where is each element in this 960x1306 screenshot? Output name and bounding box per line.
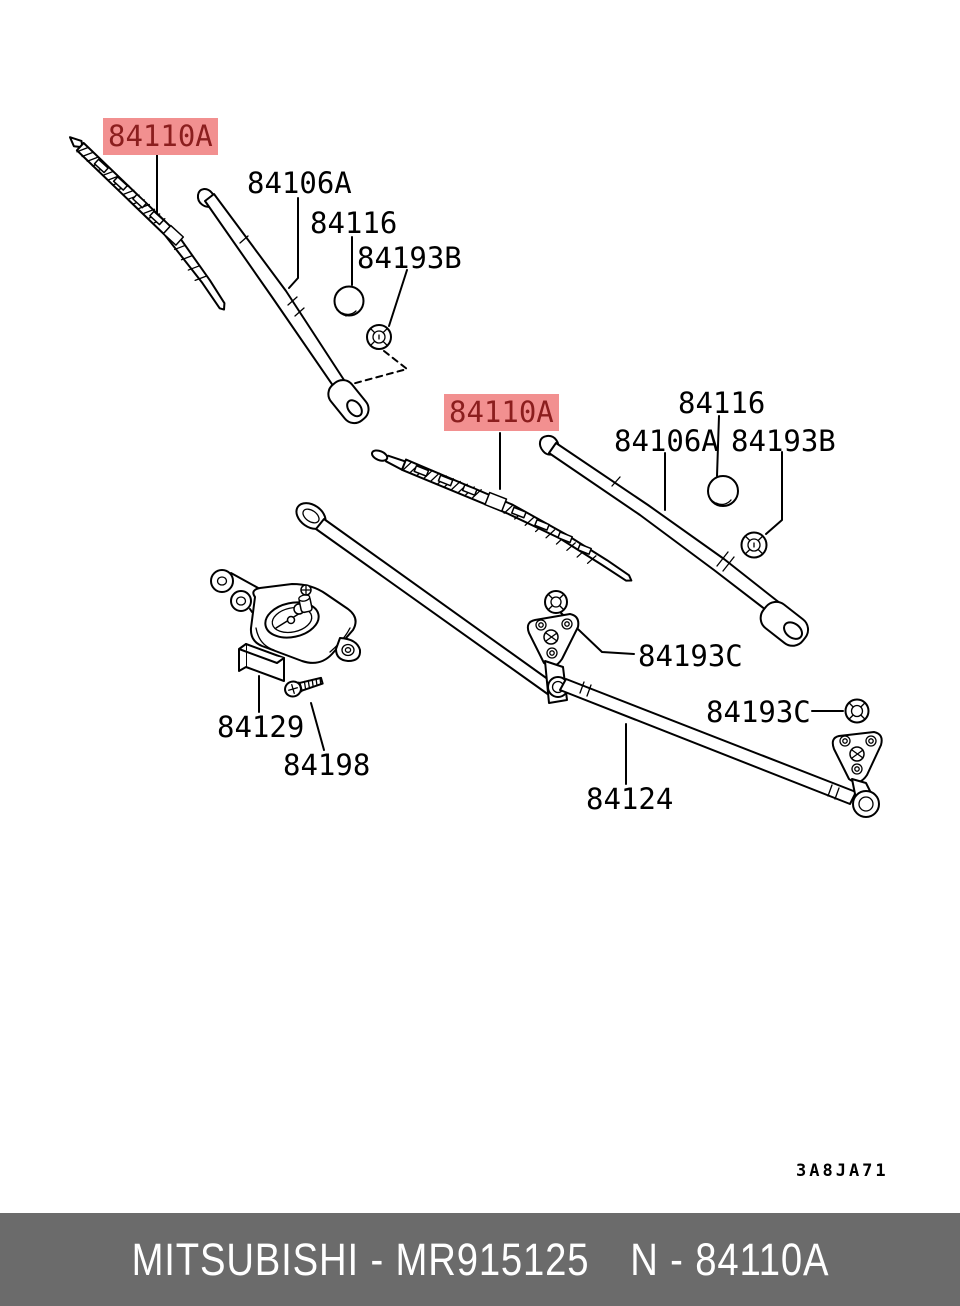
part-label-84110A-selected-top[interactable]: 84110A [103,118,218,155]
part-label-84193C-first[interactable]: 84193C [638,639,743,673]
part-label-84124[interactable]: 84124 [586,782,674,816]
part-label-84116-top[interactable]: 84116 [310,206,398,240]
nut-84193B-1 [366,324,392,350]
pivot-assembly-2 [831,698,883,818]
part-label-84193B-top[interactable]: 84193B [357,241,462,275]
pivot-cap-1 [333,285,365,317]
wiper-arm-2 [538,434,810,647]
part-label-84110A-selected-middle[interactable]: 84110A [444,394,559,431]
part-label-84193C-second[interactable]: 84193C [706,695,811,729]
wiper-arm-1 [196,188,370,425]
leader-lines [156,153,844,785]
footer-reference-number: N - 84110A [629,1233,829,1285]
footer-bar: MITSUBISHI - MR915125 N - 84110A [0,1213,960,1306]
footer-brand-and-part-number: MITSUBISHI - MR915125 [131,1233,589,1285]
wiper-blade-1 [68,136,226,311]
diagram-artwork [68,136,883,818]
pivot-assembly-1 [526,590,580,704]
part-label-84198[interactable]: 84198 [283,748,371,782]
drawing-reference-code: 3A8JA71 [796,1161,889,1181]
part-label-84106A-top[interactable]: 84106A [247,166,352,200]
screw-84198 [284,676,324,698]
nut-84193B-2 [740,531,768,559]
pivot-cap-2 [707,475,739,507]
linkage-rod-84124 [559,678,857,805]
part-label-84106A-middle[interactable]: 84106A [614,424,719,458]
linkage-rod-1 [295,502,557,696]
wiper-blade-2 [370,449,633,582]
wiper-motor [210,569,362,682]
part-label-84116-middle[interactable]: 84116 [678,386,766,420]
part-label-84193B-middle[interactable]: 84193B [731,424,836,458]
part-label-84129[interactable]: 84129 [217,710,305,744]
